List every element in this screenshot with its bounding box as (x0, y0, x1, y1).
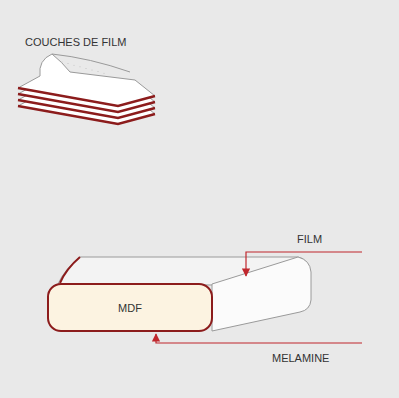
material-label: MDF (118, 302, 142, 314)
part-label: COUCHES DE FILM (25, 36, 126, 49)
mdf-board-face: MDF (47, 283, 213, 332)
film-perforation (80, 66, 81, 67)
board-side-face (212, 257, 311, 331)
leader-line (156, 334, 362, 343)
callout-label: MELAMINE (272, 352, 329, 365)
film-perforation (74, 65, 75, 66)
film-perforation (86, 68, 87, 69)
film-perforation (104, 73, 105, 74)
film-perforation (68, 63, 69, 64)
film-curl (52, 54, 130, 72)
film-sheet-edge (18, 88, 155, 106)
leader-line (246, 252, 362, 276)
film-wrap-edge (60, 257, 80, 283)
callout-label: FILM (297, 233, 322, 246)
film-perforation (98, 71, 99, 72)
film-layers (18, 54, 155, 124)
film-perforation (62, 62, 63, 63)
film-sheet (18, 54, 155, 106)
film-perforation (92, 70, 93, 71)
